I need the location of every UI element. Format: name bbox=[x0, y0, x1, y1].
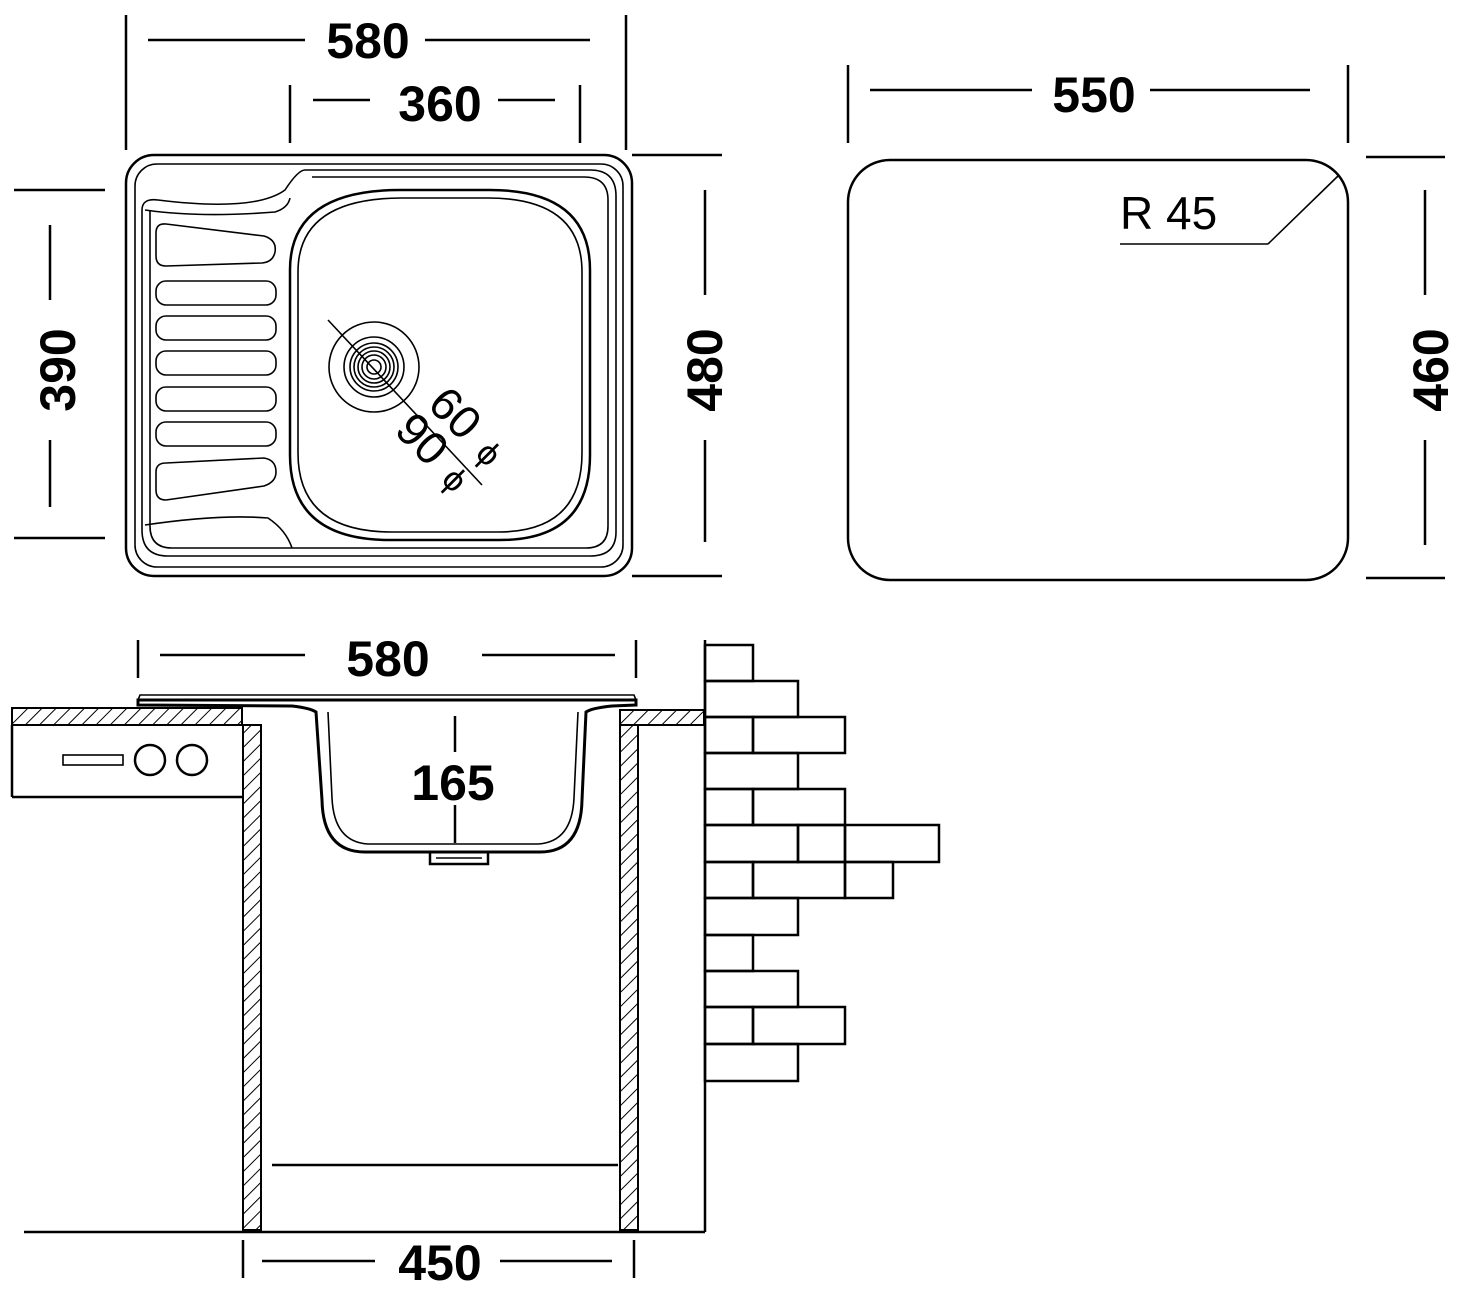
label-cabinet-width-450: 450 bbox=[398, 1235, 481, 1291]
diameter-symbol-90: ϕ bbox=[434, 460, 474, 500]
sink-top-outline bbox=[124, 153, 634, 578]
label-section-width-580: 580 bbox=[346, 631, 429, 687]
label-width-580: 580 bbox=[326, 13, 409, 69]
dimension-cabinet-width: 450 bbox=[241, 1235, 636, 1291]
knob-icon bbox=[175, 743, 209, 777]
section-view: 580 165 bbox=[10, 631, 941, 1291]
dimension-top-depth: 480 bbox=[632, 153, 733, 578]
dimension-bowl-width: 360 bbox=[288, 76, 582, 143]
brick-wall bbox=[703, 643, 941, 1083]
knob-icon bbox=[133, 743, 167, 777]
label-depth-480: 480 bbox=[677, 328, 733, 411]
dimension-bowl-depth: 390 bbox=[14, 188, 105, 540]
dimension-cutout-depth: 460 bbox=[1366, 155, 1459, 580]
cutout-outline bbox=[846, 158, 1350, 582]
top-view: 580 360 390 480 bbox=[14, 13, 733, 578]
drainboard-ribs bbox=[144, 197, 293, 549]
dimension-cutout-width: 550 bbox=[846, 65, 1350, 143]
diameter-symbol-60: ϕ bbox=[468, 434, 508, 474]
dimension-top-width: 580 bbox=[124, 13, 628, 150]
label-bowl-width-360: 360 bbox=[398, 76, 481, 132]
cabinet bbox=[24, 640, 707, 1234]
label-bowl-depth-390: 390 bbox=[30, 328, 86, 411]
drain-outlet bbox=[428, 850, 490, 866]
label-corner-radius: R 45 bbox=[1120, 187, 1217, 239]
dimension-bowl-depth-section: 165 bbox=[411, 716, 495, 843]
label-bowl-depth-165: 165 bbox=[411, 755, 494, 811]
dimension-section-width: 580 bbox=[136, 631, 638, 687]
cutout-view: 550 460 R 45 bbox=[846, 65, 1459, 582]
corner-radius-leader: R 45 bbox=[1120, 175, 1339, 245]
label-cutout-depth-460: 460 bbox=[1403, 328, 1459, 411]
sink-bowl bbox=[288, 188, 592, 542]
countertop bbox=[10, 707, 705, 799]
sink-section bbox=[136, 694, 638, 866]
drain: 60 ϕ 90 ϕ bbox=[327, 319, 509, 500]
label-cutout-width-550: 550 bbox=[1052, 67, 1135, 123]
cooktop-controls bbox=[62, 743, 209, 777]
